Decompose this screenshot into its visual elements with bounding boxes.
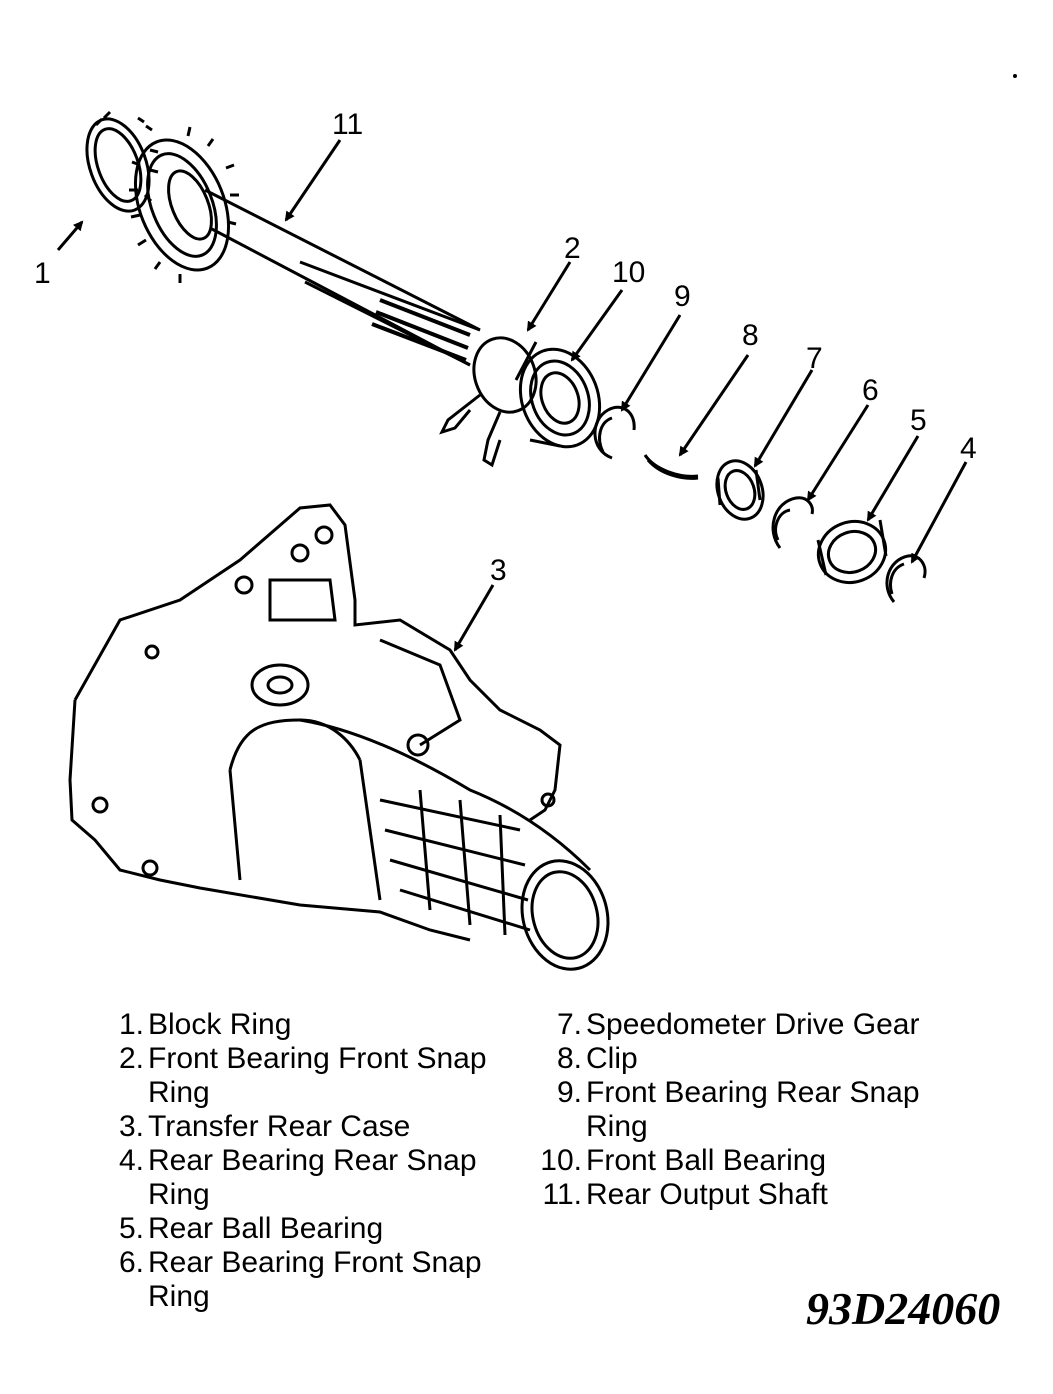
- legend-entry-2: 2.Front Bearing Front Snap Ring: [118, 1042, 487, 1109]
- callout-1: 1: [34, 257, 51, 290]
- arrow-10: [570, 289, 624, 362]
- legend-entry-6: 6.Rear Bearing Front Snap Ring: [118, 1246, 482, 1313]
- callout-2: 2: [564, 232, 581, 265]
- callout-9: 9: [674, 280, 691, 313]
- arrow-2: [526, 261, 572, 332]
- legend-entry-10: 10.Front Ball Bearing: [540, 1144, 827, 1177]
- legend-right-column: 7.Speedometer Drive Gear 8.Clip 9.Front …: [532, 1008, 952, 1212]
- front-bearing-rear-snap-ring-part: [593, 405, 636, 460]
- callout-6: 6: [862, 374, 879, 407]
- legend-entry-1: 1.Block Ring: [118, 1008, 292, 1041]
- front-ball-bearing-part: [514, 341, 602, 449]
- legend-entry-11: 11.Rear Output Shaft: [542, 1178, 828, 1211]
- arrow-7: [753, 369, 814, 468]
- arrow-8: [678, 354, 750, 457]
- legend-left-column: 1.Block Ring 2.Front Bearing Front Snap …: [108, 1008, 508, 1314]
- front-bearing-front-snap-ring-part: [439, 336, 538, 468]
- legend-entry-8: 8.Clip: [556, 1042, 638, 1075]
- arrow-4: [910, 461, 968, 564]
- arrow-9: [620, 314, 682, 412]
- callout-3: 3: [490, 554, 507, 587]
- arrow-11: [284, 139, 342, 222]
- rear-output-shaft-part: [129, 126, 481, 367]
- callout-10: 10: [612, 256, 645, 289]
- callout-labels: 1 2 3 4 5 6 7 8 9 10 11: [34, 108, 977, 587]
- arrow-3: [453, 584, 495, 652]
- callout-4: 4: [960, 432, 977, 465]
- callout-5: 5: [910, 404, 927, 437]
- callout-11: 11: [332, 108, 363, 141]
- legend-entry-9: 9.Front Bearing Rear Snap Ring: [556, 1076, 920, 1143]
- arrow-6: [806, 404, 870, 502]
- exploded-diagram: 1 2 3 4 5 6 7 8 9 10 11: [34, 74, 1017, 971]
- arrow-5: [866, 435, 920, 522]
- legend-entry-4: 4.Rear Bearing Rear Snap Ring: [118, 1144, 477, 1211]
- leader-arrows: [56, 139, 968, 652]
- figure-id: 93D24060: [806, 1283, 1001, 1334]
- speedometer-drive-gear-part: [715, 459, 765, 521]
- legend-entry-7: 7.Speedometer Drive Gear: [556, 1008, 920, 1041]
- transfer-rear-case-part: [68, 503, 610, 971]
- rear-ball-bearing-part: [816, 519, 888, 584]
- rear-bearing-rear-snap-ring-part: [885, 554, 927, 603]
- callout-7: 7: [806, 342, 823, 375]
- legend-entry-3: 3.Transfer Rear Case: [118, 1110, 411, 1143]
- rear-bearing-front-snap-ring-part: [771, 496, 814, 549]
- block-ring-part: [85, 110, 159, 213]
- clip-part: [643, 454, 699, 480]
- arrow-1: [56, 220, 84, 251]
- callout-8: 8: [742, 319, 759, 352]
- legend-entry-5: 5.Rear Ball Bearing: [118, 1212, 384, 1245]
